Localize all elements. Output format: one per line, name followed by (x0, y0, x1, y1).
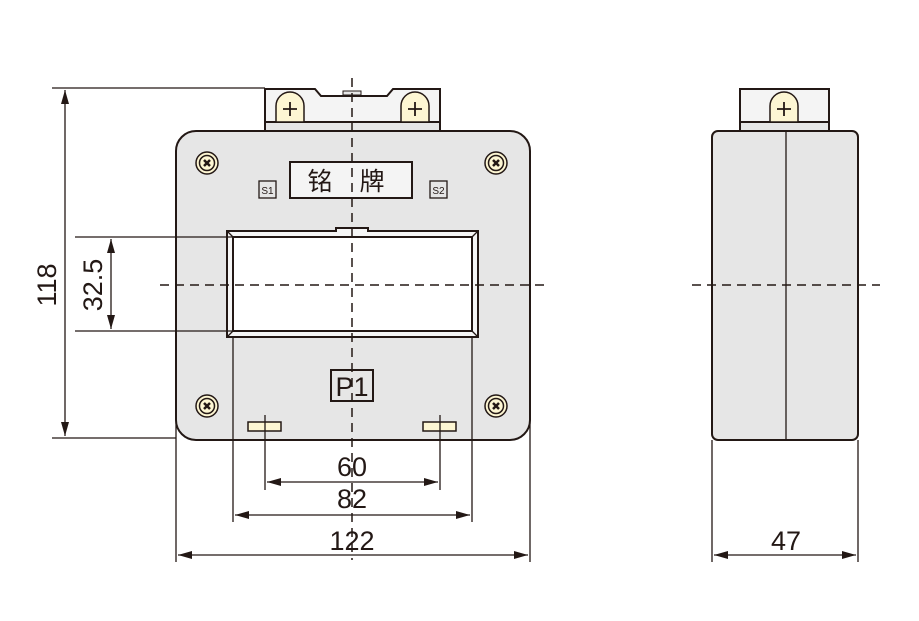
screw-icon (483, 150, 509, 176)
dim-width: 122 (329, 526, 374, 556)
dim-depth: 47 (771, 526, 801, 556)
dimension-lines: 118 32.5 60 82 122 (32, 87, 531, 562)
dim-height: 118 (32, 263, 62, 306)
dim-terminal-spacing: 60 (337, 452, 367, 482)
screw-icon (194, 393, 220, 419)
screw-icon (194, 150, 220, 176)
terminal-screw-icon (400, 91, 430, 123)
dim-window-width: 82 (337, 484, 367, 514)
primary-window (226, 227, 479, 338)
terminal-screw-icon (275, 91, 305, 123)
side-view: 47 (692, 88, 880, 562)
s2-label: S2 (432, 186, 445, 197)
s1-label: S1 (261, 186, 274, 197)
terminal-screw-icon (769, 91, 799, 123)
nameplate-label: 铭 牌 (308, 168, 395, 196)
screw-icon (483, 393, 509, 419)
nameplate (289, 161, 413, 199)
dim-window-height: 32.5 (78, 259, 108, 312)
